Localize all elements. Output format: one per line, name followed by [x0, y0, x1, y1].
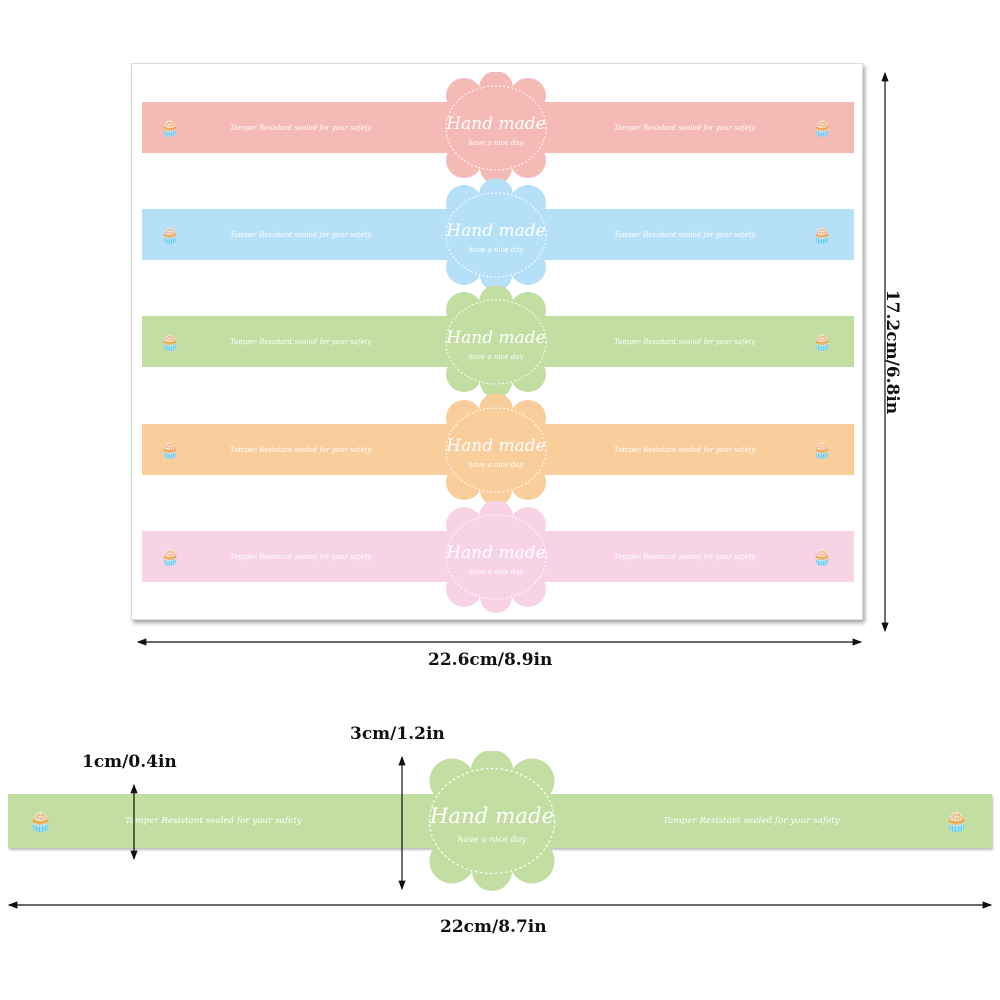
label-title: Hand made: [446, 543, 546, 564]
handmade-label: Hand made have a nice day: [415, 751, 570, 891]
cupcake-icon: 🧁: [160, 118, 180, 137]
cupcake-icon: 🧁: [812, 332, 832, 351]
tagline-right: Tamper Resistant sealed for your safety: [614, 445, 756, 454]
cupcake-icon: 🧁: [944, 809, 969, 833]
sheet-strip: 🧁 Tamper Resistant sealed for your safet…: [142, 316, 854, 367]
label-title: Hand made: [446, 221, 546, 242]
tagline-right: Tamper Resistant sealed for your safety: [614, 552, 756, 561]
cupcake-icon: 🧁: [160, 332, 180, 351]
handmade-label: Hand made have a nice day: [434, 501, 558, 613]
label-subtitle: have a nice day: [468, 245, 524, 254]
strip-length-label: 22cm/8.7in: [440, 917, 547, 937]
handmade-label: Hand made have a nice day: [434, 286, 558, 398]
sticker-sheet: 🧁 Tamper Resistant sealed for your safet…: [131, 63, 863, 620]
handmade-label: Hand made have a nice day: [434, 394, 558, 506]
cupcake-icon: 🧁: [812, 440, 832, 459]
label-title: Hand made: [429, 804, 555, 830]
tagline-left: Tamper Resistant sealed for your safety: [230, 230, 372, 239]
tagline-left: Tamper Resistant sealed for your safety: [125, 816, 302, 826]
cupcake-icon: 🧁: [812, 118, 832, 137]
label-title: Hand made: [446, 328, 546, 349]
cupcake-icon: 🧁: [160, 225, 180, 244]
cupcake-icon: 🧁: [812, 547, 832, 566]
label-subtitle: have a nice day: [468, 460, 524, 469]
handmade-label: Hand made have a nice day: [434, 179, 558, 291]
cupcake-icon: 🧁: [160, 547, 180, 566]
sheet-strip: 🧁 Tamper Resistant sealed for your safet…: [142, 531, 854, 582]
tagline-left: Tamper Resistant sealed for your safety: [230, 445, 372, 454]
label-subtitle: have a nice day: [468, 567, 524, 576]
sheet-strip: 🧁 Tamper Resistant sealed for your safet…: [142, 102, 854, 153]
tagline-right: Tamper Resistant sealed for your safety: [614, 337, 756, 346]
strip-height-label: 1cm/0.4in: [82, 752, 177, 772]
label-subtitle: have a nice day: [468, 352, 524, 361]
label-title: Hand made: [446, 114, 546, 135]
label-subtitle: have a nice day: [468, 138, 524, 147]
tagline-right: Tamper Resistant sealed for your safety: [663, 816, 840, 826]
label-height-label: 3cm/1.2in: [350, 724, 445, 744]
cupcake-icon: 🧁: [28, 809, 53, 833]
sheet-width-label: 22.6cm/8.9in: [428, 650, 553, 670]
label-title: Hand made: [446, 436, 546, 457]
handmade-label: Hand made have a nice day: [434, 72, 558, 184]
label-subtitle: have a nice day: [457, 835, 527, 845]
cupcake-icon: 🧁: [812, 225, 832, 244]
tagline-right: Tamper Resistant sealed for your safety: [614, 230, 756, 239]
cupcake-icon: 🧁: [160, 440, 180, 459]
tagline-left: Tamper Resistant sealed for your safety: [230, 552, 372, 561]
sheet-strip: 🧁 Tamper Resistant sealed for your safet…: [142, 424, 854, 475]
tagline-right: Tamper Resistant sealed for your safety: [614, 123, 756, 132]
single-strip: 🧁 Tamper Resistant sealed for your safet…: [8, 794, 992, 848]
tagline-left: Tamper Resistant sealed for your safety: [230, 123, 372, 132]
tagline-left: Tamper Resistant sealed for your safety: [230, 337, 372, 346]
sheet-strip: 🧁 Tamper Resistant sealed for your safet…: [142, 209, 854, 260]
sheet-height-label: 17.2cm/6.8in: [882, 289, 903, 415]
